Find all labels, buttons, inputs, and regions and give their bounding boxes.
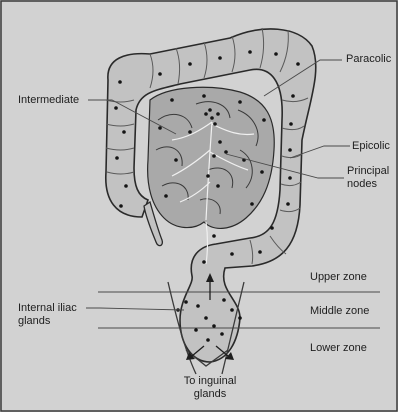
label-upper-zone: Upper zone xyxy=(310,271,367,284)
label-paracolic: Paracolic xyxy=(346,53,391,66)
label-middle-zone: Middle zone xyxy=(310,305,369,318)
label-internal-iliac-glands: Internal iliac glands xyxy=(18,302,77,328)
label-epicolic: Epicolic xyxy=(352,140,390,153)
label-to-inguinal-glands: To inguinal glands xyxy=(170,375,250,401)
label-intermediate: Intermediate xyxy=(18,94,79,107)
label-lower-zone: Lower zone xyxy=(310,342,367,355)
label-principal-nodes: Principal nodes xyxy=(347,165,389,191)
